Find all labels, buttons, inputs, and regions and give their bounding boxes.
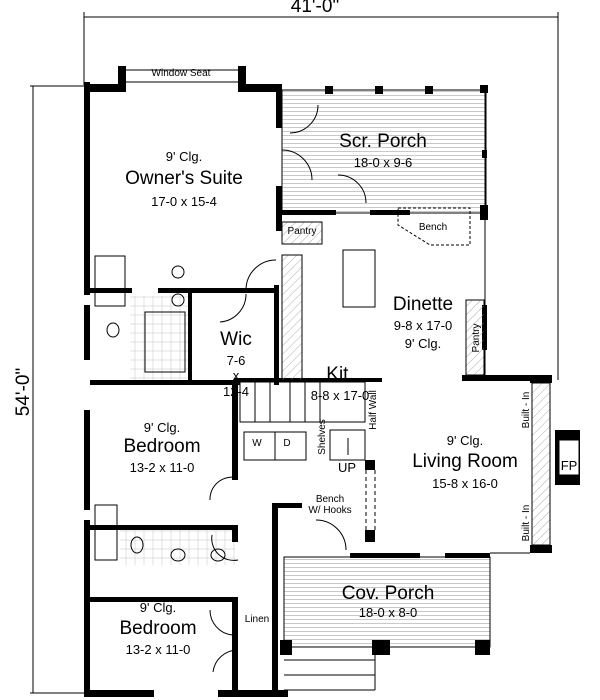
bedroom1-size: 13-2 x 11-0 [130,460,195,475]
dinette-bench [397,207,471,246]
kitchen-counter [281,254,303,381]
bathtub-2 [94,504,118,561]
dinette-name: Dinette [393,294,453,315]
sink [171,265,185,279]
stairs [239,381,366,461]
bedroom2-size: 13-2 x 11-0 [126,642,191,657]
bedroom1-name: Bedroom [123,436,200,457]
toilet [130,536,144,554]
dimension-depth [30,85,84,694]
wic-x: x [233,368,240,383]
shelves-label: Shelves [317,419,328,455]
scr-porch-size: 18-0 x 9-6 [354,155,413,170]
bench-hooks-line1: Bench [316,494,344,505]
wic-width: 7-6 [227,353,246,368]
living-room-size: 15-8 x 16-0 [432,476,498,491]
cov-porch-floor [283,556,491,648]
bedroom1-ceiling: 9' Clg. [144,420,180,435]
pantry-side-cabinet [465,299,485,376]
bench-label: Bench [419,222,447,233]
fireplace-label: FP [561,458,578,473]
fireplace [558,439,580,476]
scr-porch-name: Scr. Porch [339,131,427,152]
sink [171,293,185,307]
window-seat-label: Window Seat [152,68,211,79]
built-in-bottom-label: Built - In [521,505,532,542]
pantry-top-label: Pantry [288,226,317,237]
sink [210,548,226,562]
living-room-ceiling: 9' Clg. [447,433,483,448]
kit-name: Kit. [326,364,353,385]
dinette-ceiling: 9' Clg. [405,336,441,351]
cov-porch-size: 18-0 x 8-0 [359,605,418,620]
wic-depth: 12-4 [223,384,249,399]
washer-label: W [252,438,262,449]
dimension-depth-label: 54'-0" [13,368,34,416]
kitchen-island [342,249,376,308]
owners-suite-ceiling: 9' Clg. [166,149,202,164]
owners-suite-name: Owner's Suite [125,168,243,189]
owners-suite-size: 17-0 x 15-4 [151,194,217,209]
shower [144,311,186,373]
built-in-top-label: Built - In [521,392,532,429]
pantry-top-cabinet [281,221,323,245]
toilet [106,322,120,338]
walls [84,66,580,697]
master-bath-floor [130,296,188,380]
dinette-size: 9-8 x 17-0 [394,318,453,333]
living-room-name: Living Room [412,451,518,472]
cov-porch-name: Cov. Porch [342,583,435,604]
doors [209,104,367,673]
bath-floor [120,530,235,565]
kit-size: 8-8 x 17-0 [311,388,370,403]
sink [170,548,186,562]
bench-hooks-line2: W/ Hooks [308,505,351,516]
bedroom2-ceiling: 9' Clg. [140,600,176,615]
pantry-side-label: Pantry [471,324,482,353]
dimension-width-label: 41'-0" [291,0,339,17]
dryer-label: D [283,438,290,449]
built-in-shelves [531,382,551,546]
wic-name: Wic [220,329,252,350]
linen-label: Linen [245,614,269,625]
half-wall-label: Half Wall [368,390,379,430]
dimension-width [83,12,559,380]
stairs-up-label: UP [338,460,356,475]
porch-steps [284,647,376,691]
bathtub [94,255,126,307]
bedroom2-name: Bedroom [119,618,196,639]
